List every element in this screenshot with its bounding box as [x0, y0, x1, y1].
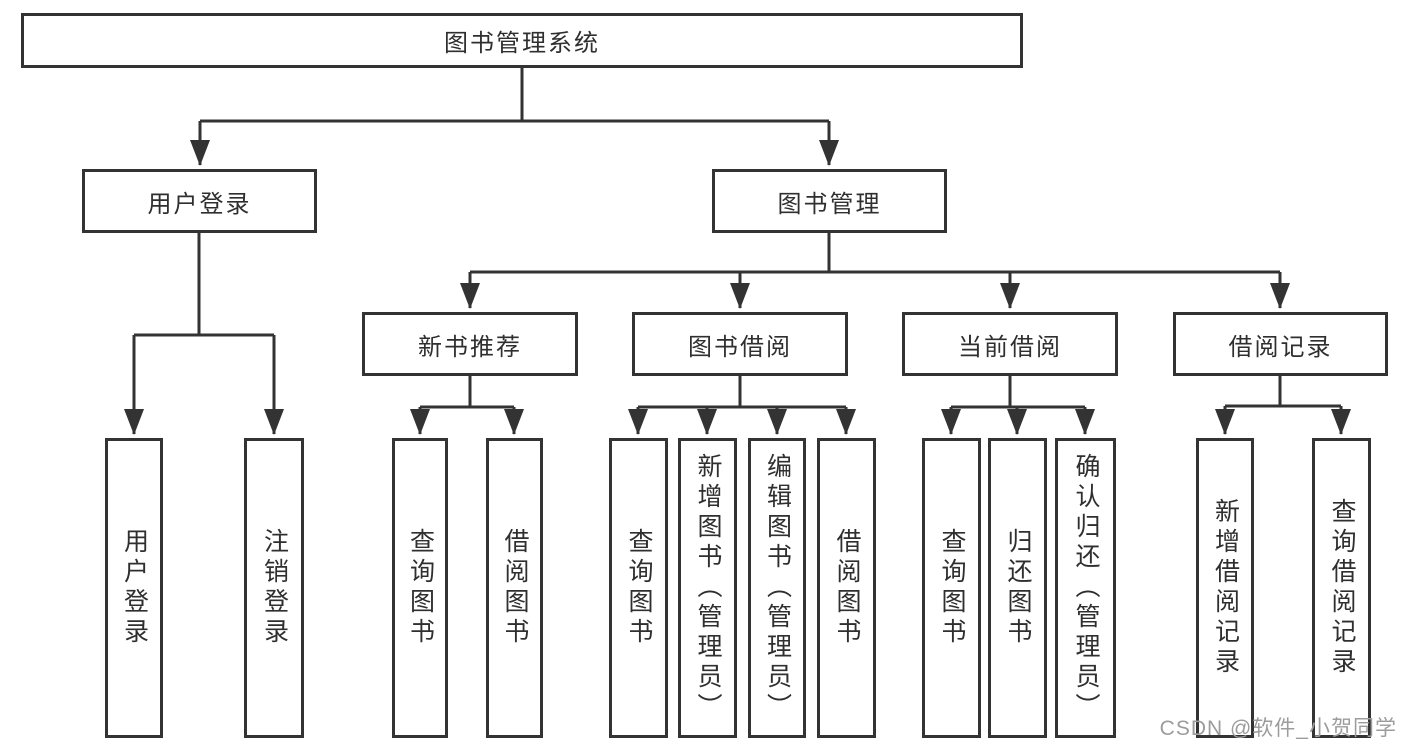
node-label: 用户登录: [147, 190, 252, 218]
node-label: 图书管理系统: [444, 30, 600, 57]
leaf-label: 注销登录: [260, 528, 289, 648]
leaf-query-books-current: 查询图书: [922, 438, 981, 738]
leaf-query-books-borrowing: 查询图书: [609, 438, 668, 738]
node-label: 图书借阅: [688, 333, 792, 361]
leaf-label: 新增借阅记录: [1211, 498, 1240, 678]
leaf-label: 查询借阅记录: [1328, 498, 1356, 678]
leaf-borrow-books: 借阅图书: [817, 438, 876, 738]
leaf-label: 归还图书: [1004, 528, 1032, 648]
node-library-management-system: 图书管理系统: [21, 13, 1023, 68]
leaf-add-borrow-record: 新增借阅记录: [1196, 438, 1254, 738]
leaf-query-borrow-record: 查询借阅记录: [1312, 438, 1371, 738]
csdn-watermark: CSDN @软件_小贺同学: [1159, 717, 1397, 740]
node-label: 当前借阅: [958, 333, 1062, 361]
leaf-label: 借阅图书: [501, 528, 529, 648]
leaf-label: 查询图书: [938, 528, 966, 648]
leaf-label: 确认归还（管理员）: [1072, 453, 1100, 723]
leaf-borrow-books-recommend: 借阅图书: [486, 438, 543, 738]
node-user-login: 用户登录: [82, 169, 317, 233]
node-label: 新书推荐: [418, 333, 522, 361]
node-label: 借阅记录: [1228, 333, 1333, 361]
leaf-user-login: 用户登录: [105, 438, 163, 738]
node-current-borrowing: 当前借阅: [902, 312, 1118, 376]
node-label: 图书管理: [777, 190, 882, 218]
node-new-book-recommendation: 新书推荐: [362, 312, 578, 376]
leaf-label: 编辑图书（管理员）: [763, 453, 792, 723]
node-book-management: 图书管理: [712, 169, 947, 233]
leaf-confirm-return-admin: 确认归还（管理员）: [1055, 438, 1116, 738]
leaf-label: 查询图书: [406, 528, 435, 648]
node-book-borrowing: 图书借阅: [632, 312, 848, 376]
leaf-label: 查询图书: [625, 528, 653, 648]
leaf-return-books: 归还图书: [988, 438, 1047, 738]
node-borrowing-records: 借阅记录: [1173, 312, 1388, 376]
leaf-add-books-admin: 新增图书（管理员）: [678, 438, 737, 738]
leaf-edit-books-admin: 编辑图书（管理员）: [748, 438, 806, 738]
leaf-label: 借阅图书: [833, 528, 861, 648]
leaf-logout: 注销登录: [244, 438, 304, 738]
leaf-label: 用户登录: [120, 528, 149, 648]
leaf-query-books-recommend: 查询图书: [392, 438, 448, 738]
leaf-label: 新增图书（管理员）: [694, 453, 722, 723]
